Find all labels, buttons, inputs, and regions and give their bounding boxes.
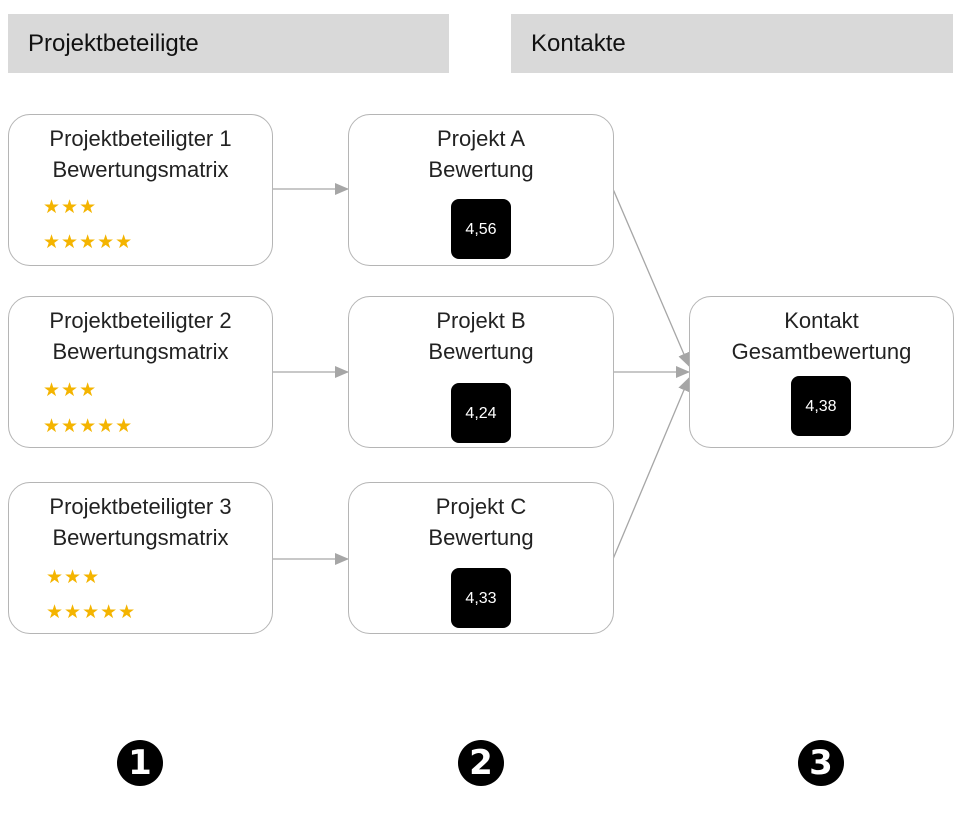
participant-subtitle: Bewertungsmatrix [52, 525, 229, 550]
project-subtitle: Bewertung [428, 339, 534, 364]
step-badge-2: 2 [458, 740, 504, 786]
header-kontakte: Kontakte [511, 14, 953, 73]
star-rating-row-1: ★★★ [43, 380, 98, 401]
project-node-a: Projekt A Bewertung 4,56 [348, 114, 614, 266]
star-rating-row-1: ★★★ [43, 197, 98, 218]
project-subtitle: Bewertung [428, 157, 534, 182]
star-rating-row-2: ★★★★★ [46, 602, 137, 623]
project-name: Projekt A [436, 126, 526, 151]
step-badge-1: 1 [117, 740, 163, 786]
participant-node-1: Projektbeteiligter 1 Bewertungsmatrix ★★… [8, 114, 273, 266]
participant-name: Projektbeteiligter 2 [49, 308, 232, 333]
header-title: Projektbeteiligte [28, 29, 199, 57]
contact-name: Kontakt [784, 308, 859, 333]
participant-subtitle: Bewertungsmatrix [52, 339, 229, 364]
star-rating-row-1: ★★★ [46, 567, 101, 588]
score-badge: 4,33 [451, 568, 511, 628]
project-subtitle: Bewertung [428, 525, 534, 550]
step-badge-3: 3 [798, 740, 844, 786]
star-rating-row-2: ★★★★★ [43, 416, 134, 437]
contact-subtitle: Gesamtbewertung [731, 339, 912, 364]
score-badge: 4,38 [791, 376, 851, 436]
participant-subtitle: Bewertungsmatrix [52, 157, 229, 182]
header-title: Kontakte [531, 29, 626, 57]
edge-project-c-contact [612, 377, 690, 560]
participant-name: Projektbeteiligter 1 [49, 126, 232, 151]
project-name: Projekt B [436, 308, 526, 333]
header-projektbeteiligte: Projektbeteiligte [8, 14, 449, 73]
project-node-c: Projekt C Bewertung 4,33 [348, 482, 614, 634]
star-rating-row-2: ★★★★★ [43, 232, 134, 253]
edge-project-a-contact [612, 188, 690, 367]
participant-node-3: Projektbeteiligter 3 Bewertungsmatrix ★★… [8, 482, 273, 634]
contact-node: Kontakt Gesamtbewertung 4,38 [689, 296, 954, 448]
score-badge: 4,24 [451, 383, 511, 443]
project-node-b: Projekt B Bewertung 4,24 [348, 296, 614, 448]
project-name: Projekt C [435, 494, 527, 519]
participant-node-2: Projektbeteiligter 2 Bewertungsmatrix ★★… [8, 296, 273, 448]
participant-name: Projektbeteiligter 3 [49, 494, 232, 519]
score-badge: 4,56 [451, 199, 511, 259]
